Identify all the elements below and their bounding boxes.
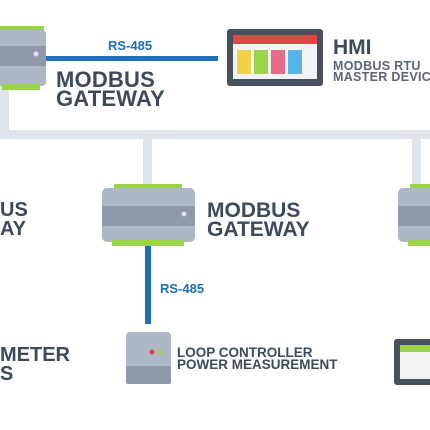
hmi-screen-icon — [394, 339, 430, 385]
meter-partial-line1: METER — [0, 344, 70, 366]
left-partial-line2: AY — [0, 218, 26, 240]
loop-controller-label: LOOP CONTROLLER POWER MEASUREMENT — [177, 345, 338, 372]
hmi-screen-icon — [227, 29, 323, 86]
loop-controller-line2: POWER MEASUREMENT — [177, 357, 338, 372]
gateway-device-icon — [0, 26, 46, 90]
trunk-drop-center — [143, 137, 152, 189]
meter-partial-line2: S — [0, 363, 14, 385]
top-gateway-line1: MODBUS — [56, 67, 155, 92]
meter-partial-label: METER S — [0, 344, 70, 385]
hmi-subtitle-line2: MASTER DEVIC — [333, 70, 430, 84]
center-gateway-line1: MODBUS — [207, 199, 301, 222]
rs485-label-vertical: RS-485 — [160, 281, 205, 296]
top-gateway-label: MODBUS GATEWAY — [56, 67, 165, 111]
hmi-subtitle-line1: MODBUS RTU — [333, 59, 421, 73]
gateway-device-icon — [102, 184, 195, 246]
hmi-subtitle: MODBUS RTU MASTER DEVIC — [333, 59, 430, 84]
rs485-line-vertical — [145, 246, 151, 324]
gateway-device-icon — [398, 184, 430, 246]
trunk-horizontal — [0, 130, 430, 139]
center-gateway-label: MODBUS GATEWAY — [207, 199, 310, 241]
loop-controller-icon — [126, 332, 171, 384]
left-partial-line1: US — [0, 199, 28, 221]
trunk-drop-right — [412, 137, 421, 189]
rs485-label-top: RS-485 — [108, 38, 153, 53]
top-gateway-line2: GATEWAY — [56, 86, 165, 111]
trunk-vertical-left — [0, 82, 9, 136]
rs485-line-top — [46, 56, 218, 61]
loop-controller-line1: LOOP CONTROLLER — [177, 345, 313, 360]
hmi-title: HMI — [333, 36, 372, 59]
center-gateway-line2: GATEWAY — [207, 218, 310, 241]
left-partial-label: US AY — [0, 199, 28, 240]
